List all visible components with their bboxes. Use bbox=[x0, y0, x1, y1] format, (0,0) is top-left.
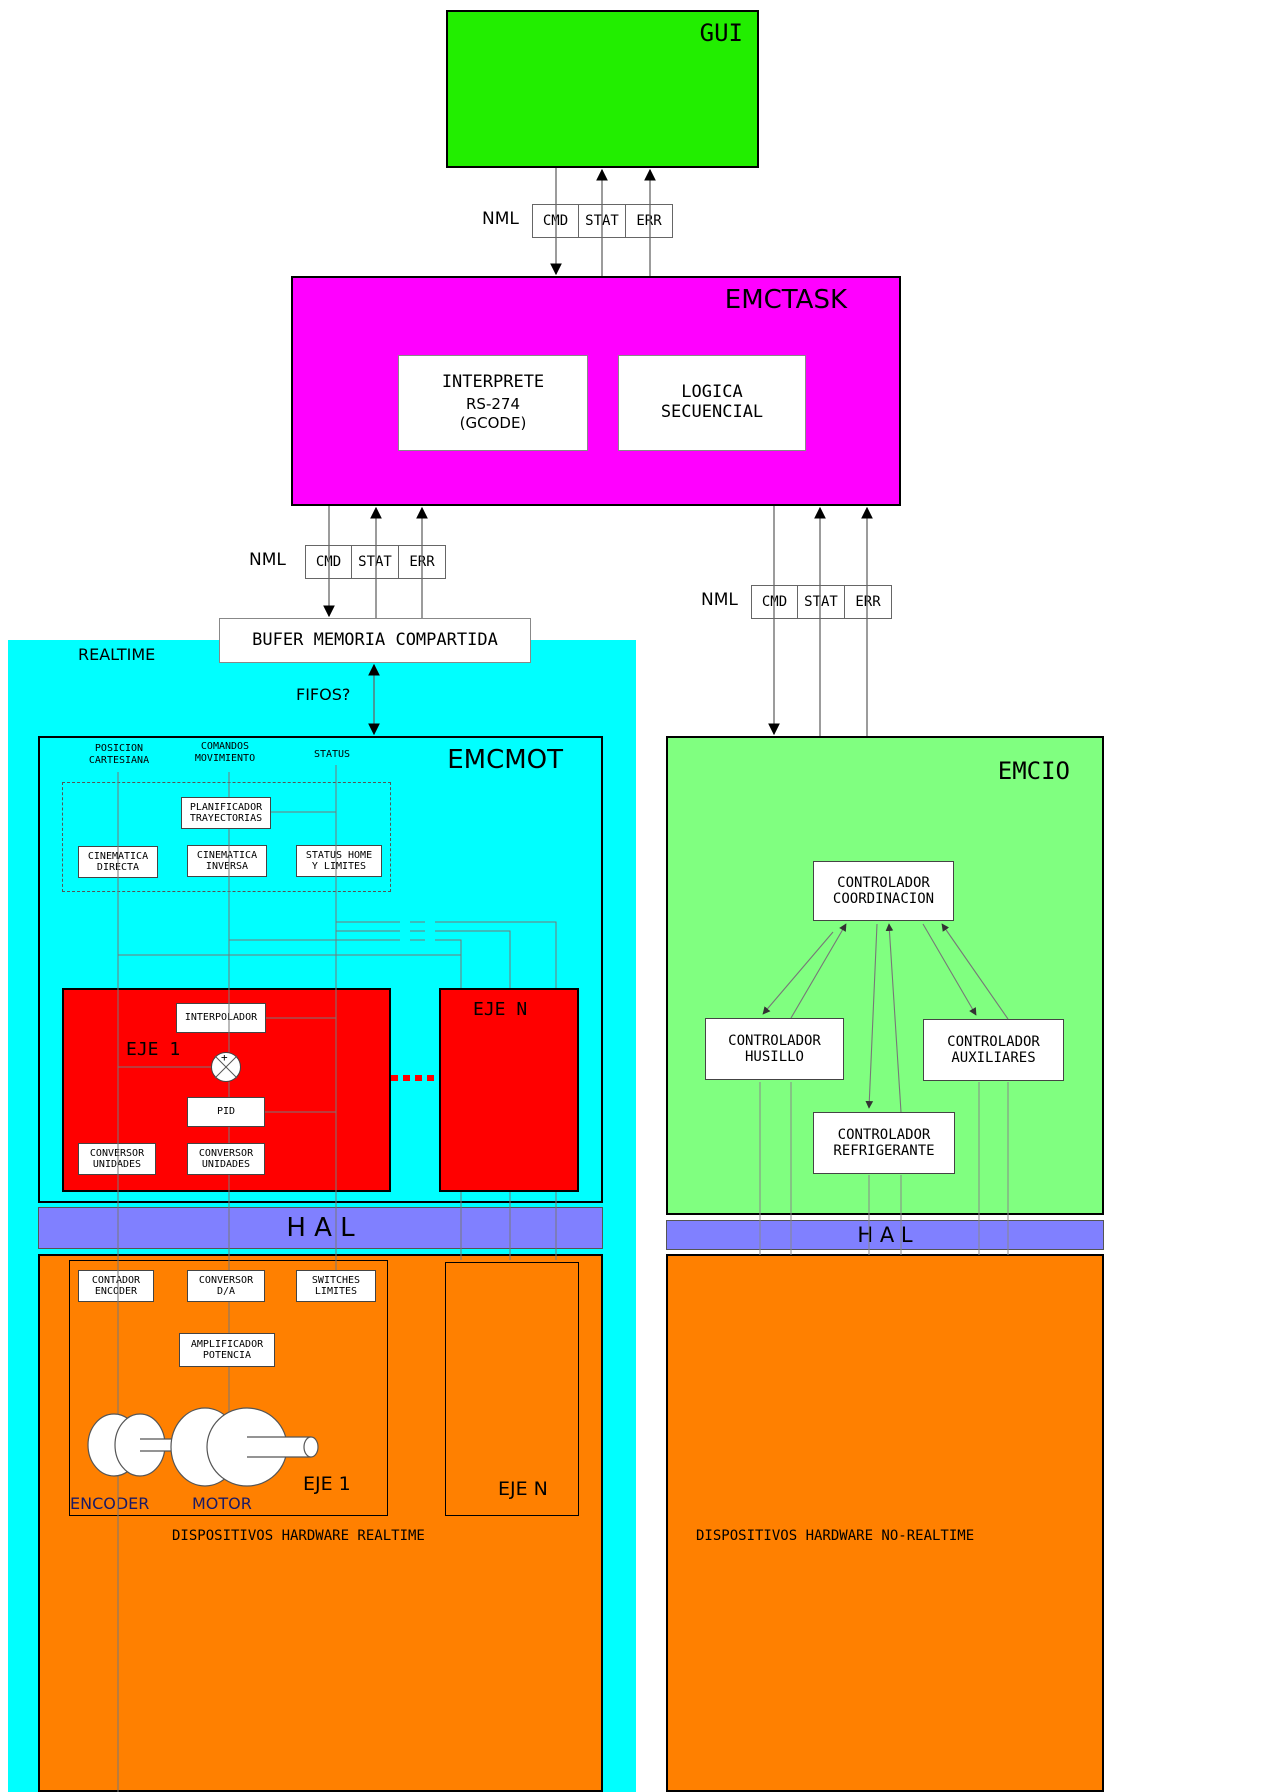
unit-converter-2: CONVERSOR UNIDADES bbox=[187, 1143, 265, 1175]
hw-axisN-label: EJE N bbox=[498, 1478, 548, 1500]
nml-label-task: NML bbox=[249, 550, 286, 570]
err-channel-gui: ERR bbox=[625, 204, 673, 238]
motor-shaft bbox=[247, 1437, 311, 1457]
err-channel-io: ERR bbox=[844, 585, 892, 619]
col-posicion: POSICION CARTESIANA bbox=[88, 743, 150, 766]
emcmot-title: EMCMOT bbox=[447, 745, 563, 775]
interpreter-line2: RS-274 bbox=[466, 395, 520, 414]
kinematics-group bbox=[62, 782, 391, 892]
pid-box: PID bbox=[187, 1097, 265, 1127]
summing-plus: + bbox=[221, 1051, 228, 1064]
interpreter-line1: INTERPRETE bbox=[441, 372, 545, 393]
coordination-controller: CONTROLADOR COORDINACION bbox=[813, 861, 954, 921]
interpolator-box: INTERPOLADOR bbox=[176, 1003, 266, 1033]
hw-realtime-block bbox=[38, 1254, 603, 1792]
emctask-title: EMCTASK bbox=[724, 285, 847, 315]
col-comandos: COMANDOS MOVIMIENTO bbox=[194, 741, 256, 764]
axis1-title: EJE 1 bbox=[126, 1039, 181, 1060]
hw-nonrealtime-caption: DISPOSITIVOS HARDWARE NO-REALTIME bbox=[696, 1528, 975, 1544]
fifos-label: FIFOS? bbox=[296, 685, 351, 704]
hw-nonrealtime-block bbox=[666, 1254, 1104, 1792]
nml-label-gui: NML bbox=[482, 209, 519, 229]
hw-axisN-frame bbox=[445, 1262, 579, 1516]
dac-box: CONVERSOR D/A bbox=[187, 1270, 265, 1302]
hw-axis1-label: EJE 1 bbox=[303, 1473, 351, 1495]
axisN-title: EJE N bbox=[473, 999, 528, 1020]
gui-title: GUI bbox=[699, 19, 743, 47]
limit-switches-box: SWITCHES LIMITES bbox=[296, 1270, 376, 1302]
hal-nonrealtime: H A L bbox=[666, 1220, 1104, 1250]
gui-block: GUI bbox=[446, 10, 759, 168]
hal-realtime: H A L bbox=[38, 1207, 603, 1249]
shared-buffer: BUFER MEMORIA COMPARTIDA bbox=[219, 618, 531, 663]
encoder-counter-box: CONTADOR ENCODER bbox=[78, 1270, 154, 1302]
emcmot-wiring bbox=[117, 765, 557, 1792]
unit-converter-1: CONVERSOR UNIDADES bbox=[78, 1143, 156, 1175]
summing-cross bbox=[214, 1055, 238, 1079]
axisN-block: EJE N bbox=[439, 988, 579, 1192]
hw-realtime-caption: DISPOSITIVOS HARDWARE REALTIME bbox=[172, 1528, 425, 1544]
emcio-title: EMCIO bbox=[997, 757, 1070, 785]
emcio-block: EMCIO bbox=[666, 736, 1104, 1215]
power-amp-box: AMPLIFICADOR POTENCIA bbox=[179, 1333, 275, 1367]
planner-box: PLANIFICADOR TRAYECTORIAS bbox=[181, 797, 271, 829]
logic-box: LOGICA SECUENCIAL bbox=[618, 355, 806, 451]
encoder-label: ENCODER bbox=[70, 1494, 150, 1513]
realtime-label: REALTIME bbox=[78, 645, 156, 664]
nml-label-io: NML bbox=[701, 590, 738, 610]
motor-label: MOTOR bbox=[192, 1494, 252, 1513]
col-status: STATUS bbox=[313, 749, 351, 760]
encoder-shaft bbox=[140, 1439, 178, 1451]
auxiliary-controller: CONTROLADOR AUXILIARES bbox=[923, 1019, 1064, 1081]
emcio-wiring bbox=[762, 923, 1009, 1113]
interpreter-line3: (GCODE) bbox=[459, 414, 527, 433]
coolant-controller: CONTROLADOR REFRIGERANTE bbox=[813, 1112, 955, 1174]
spindle-controller: CONTROLADOR HUSILLO bbox=[705, 1018, 844, 1080]
hal-nonrealtime-label: H A L bbox=[857, 1223, 913, 1247]
interpreter-box: INTERPRETE RS-274 (GCODE) bbox=[398, 355, 588, 451]
status-home-box: STATUS HOME Y LIMITES bbox=[296, 845, 382, 877]
stat-channel-io: STAT bbox=[797, 585, 845, 619]
kinematics-inverse-box: CINEMATICA INVERSA bbox=[187, 845, 267, 877]
hal-realtime-label: H A L bbox=[286, 1213, 355, 1243]
encoder-motor-drawing bbox=[87, 1407, 319, 1487]
